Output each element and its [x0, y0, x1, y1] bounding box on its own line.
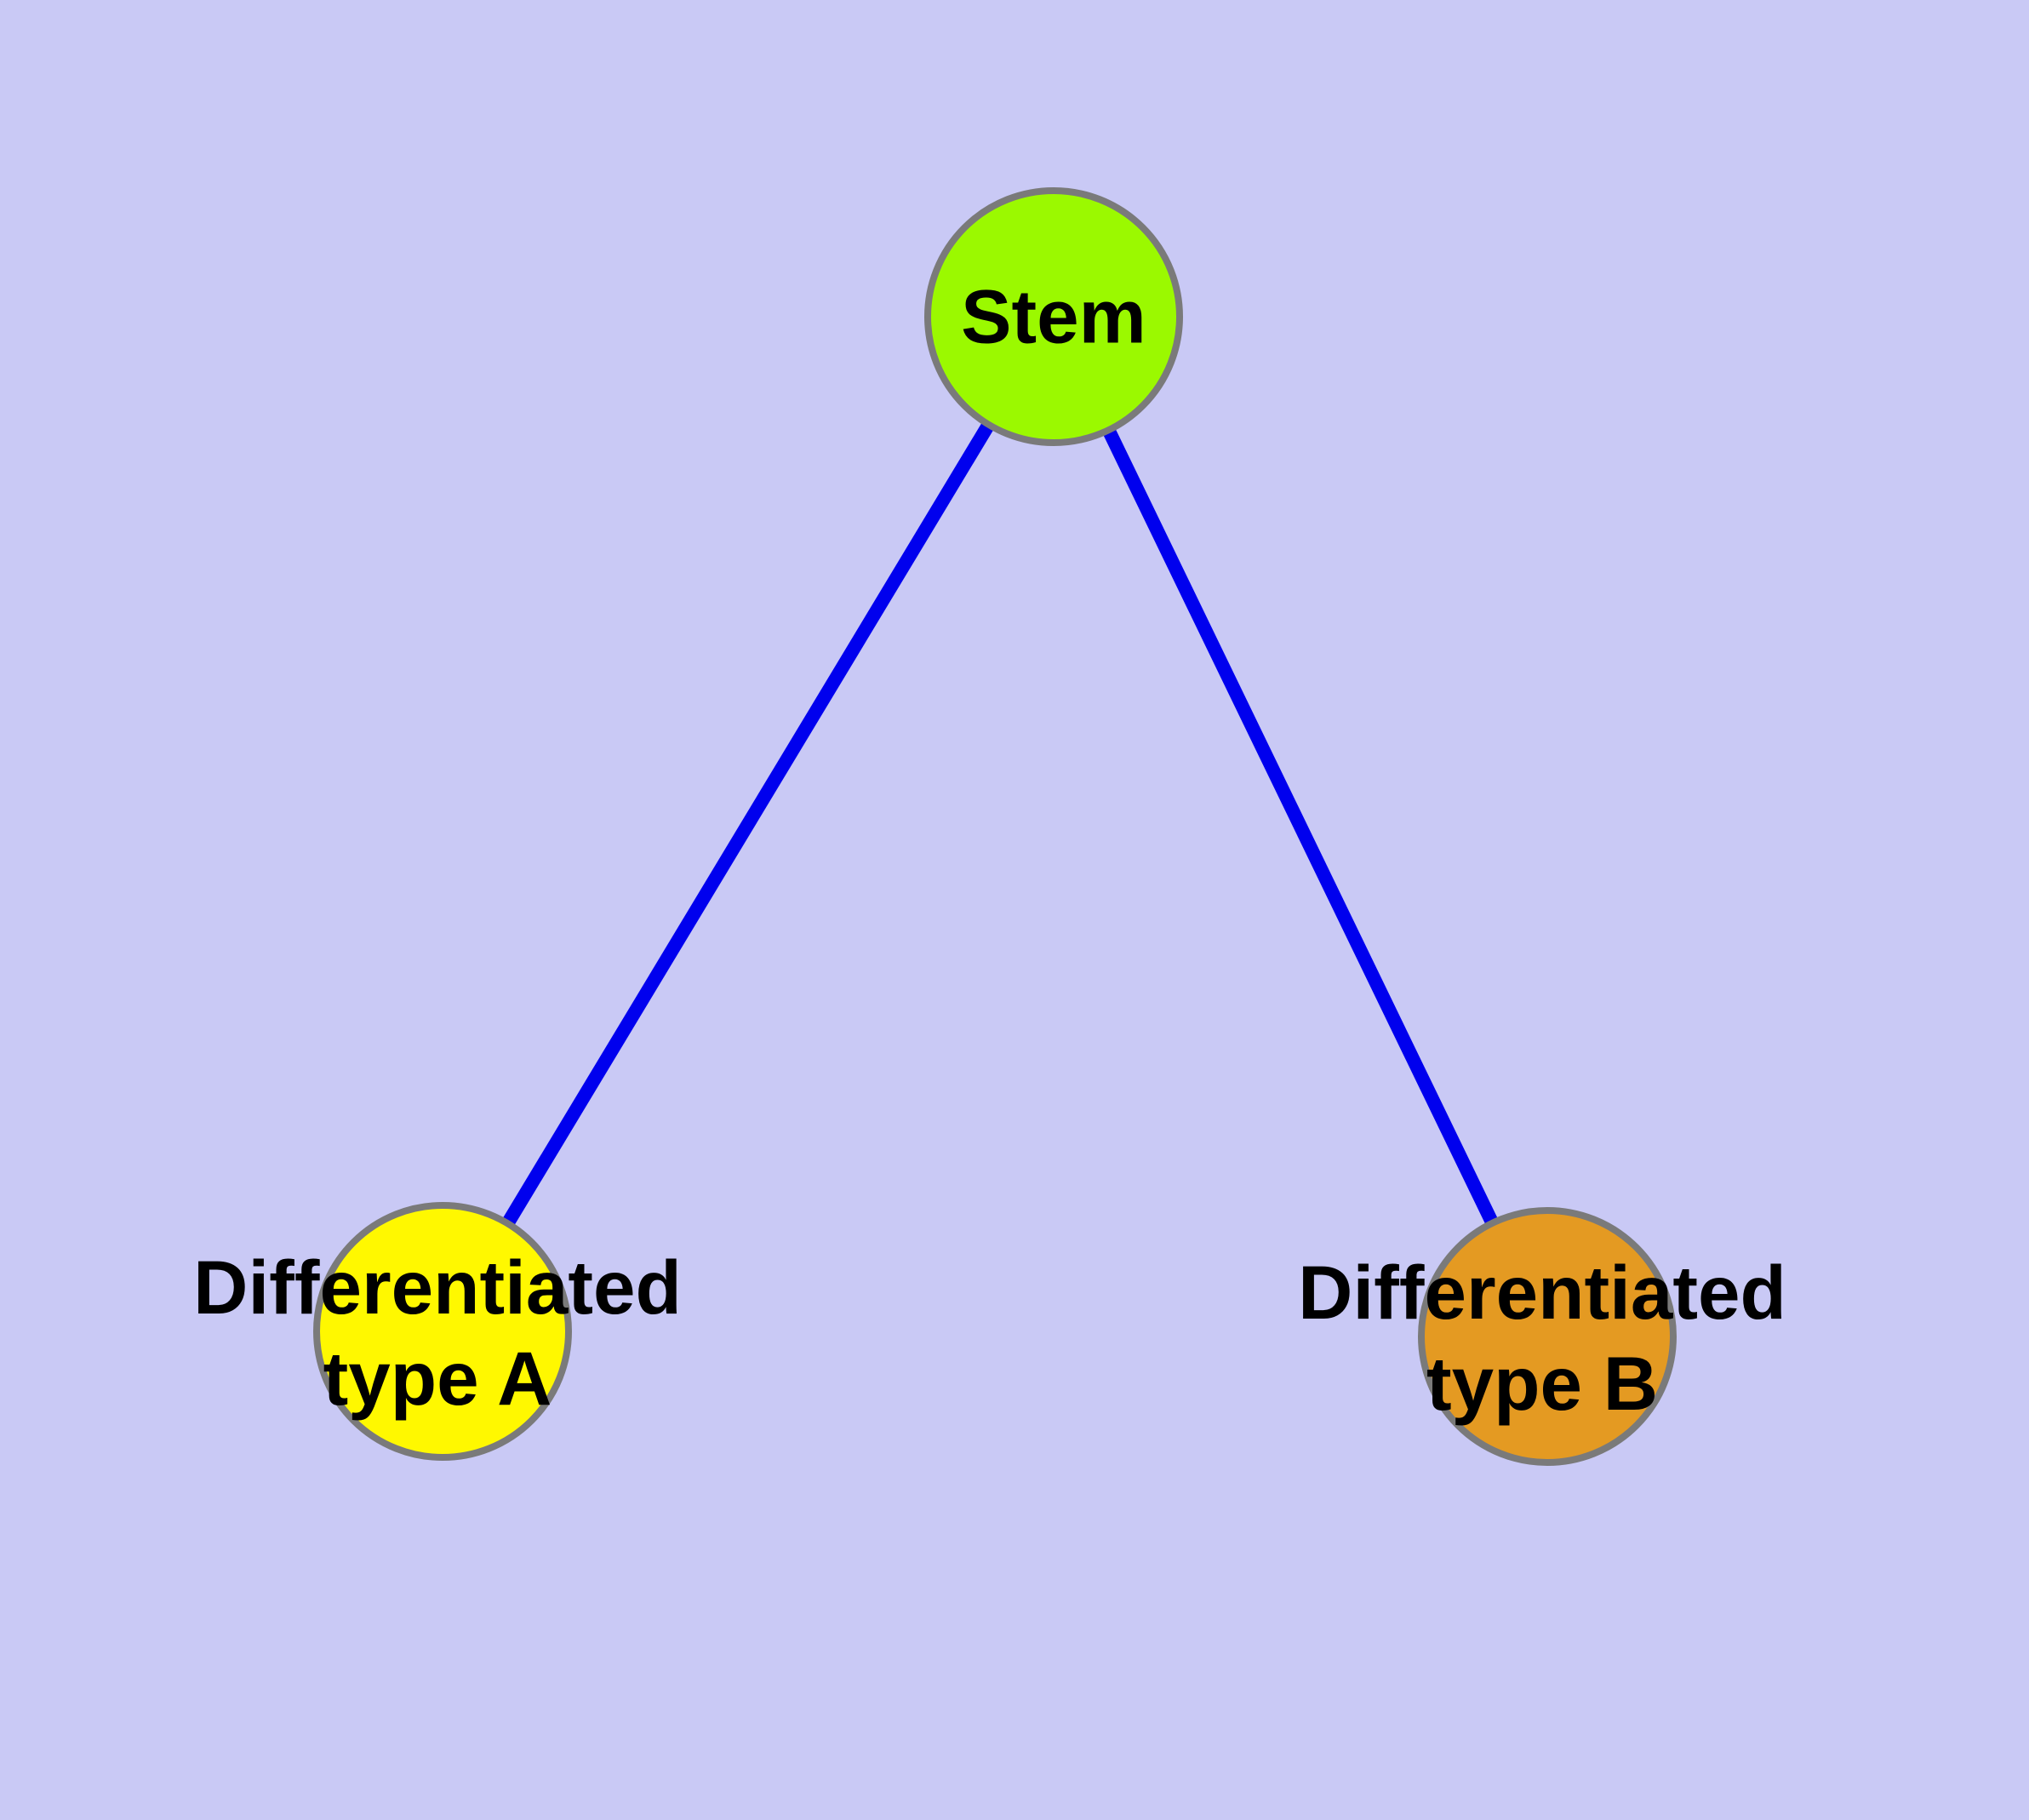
type-a-label-line1: Differentiated — [193, 1245, 682, 1330]
type-b-label-line1: Differentiated — [1298, 1250, 1786, 1335]
type-b-node-label: Differentiated type B — [1298, 1247, 1786, 1429]
edge-stem-to-type-b — [1047, 313, 1554, 1340]
type-b-label-line2: type B — [1426, 1341, 1658, 1426]
type-a-label-line2: type A — [323, 1336, 552, 1421]
edge-stem-to-type-a — [437, 312, 1060, 1336]
stem-node-label: Stem — [961, 273, 1146, 359]
type-a-node-label: Differentiated type A — [193, 1242, 682, 1424]
stem-node-circle — [924, 187, 1183, 446]
type-a-node-circle — [313, 1202, 572, 1461]
type-b-node-circle — [1418, 1207, 1677, 1466]
